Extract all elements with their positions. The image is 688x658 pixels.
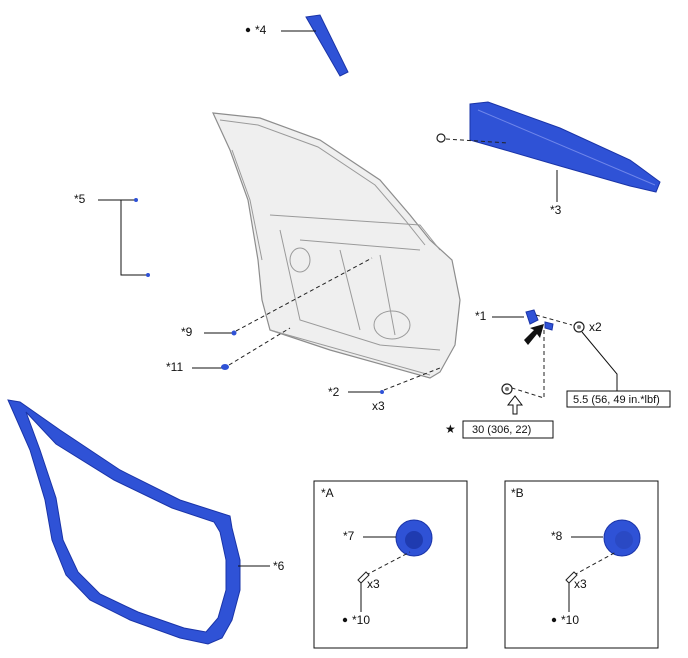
part-1-bracket xyxy=(525,309,539,325)
dash-1-side xyxy=(511,330,545,399)
label-10a: *10 xyxy=(352,613,370,627)
part-6-weatherstrip xyxy=(7,399,241,645)
dash-9 xyxy=(235,257,373,332)
dash-1-top xyxy=(535,314,573,326)
torque-box-2 xyxy=(462,420,554,439)
label-6: *6 xyxy=(273,559,285,573)
leader-torque-1 xyxy=(581,331,618,391)
label-7: *7 xyxy=(343,529,355,543)
inset-b-label: *B xyxy=(511,486,524,500)
part-4-strip xyxy=(305,14,349,77)
bullet-10b xyxy=(551,617,557,623)
qty-x2: x2 xyxy=(589,320,602,334)
torque-value-1: 5.5 (56, 49 in.*lbf) xyxy=(573,394,660,406)
clip-5-top xyxy=(134,198,138,202)
clip-9 xyxy=(231,330,237,336)
dash-a xyxy=(365,551,411,576)
label-8: *8 xyxy=(551,529,563,543)
qty-x3-b: x3 xyxy=(574,577,587,591)
arrow-white-icon xyxy=(506,395,524,415)
label-10b: *10 xyxy=(561,613,579,627)
label-3: *3 xyxy=(550,203,562,217)
star-symbol: ★ xyxy=(445,422,456,436)
bullet-10a xyxy=(342,617,348,623)
inset-b: *B *8 x3 *10 xyxy=(504,480,659,649)
label-4: *4 xyxy=(255,23,267,37)
clip-11 xyxy=(221,364,229,370)
clip-3 xyxy=(436,133,446,143)
inset-a: *A *7 x3 *10 xyxy=(313,480,468,649)
clip-2 xyxy=(380,390,384,394)
label-2: *2 xyxy=(328,385,340,399)
label-9: *9 xyxy=(181,325,193,339)
screw-b-icon xyxy=(565,571,578,584)
leader-5 xyxy=(98,199,148,276)
qty-x3-a: x3 xyxy=(367,577,380,591)
dash-11 xyxy=(228,327,291,366)
door-assembly xyxy=(212,112,461,379)
clip-5-bottom xyxy=(146,273,150,277)
label-5: *5 xyxy=(74,192,86,206)
torque-box-1 xyxy=(566,390,671,408)
inset-a-label: *A xyxy=(321,486,334,500)
arrow-black-icon xyxy=(524,324,544,345)
dash-2 xyxy=(383,367,441,391)
bullet-4 xyxy=(245,27,251,33)
torque-value-2: 30 (306, 22) xyxy=(472,424,531,436)
part-3-trim-panel xyxy=(469,101,661,193)
screw-a-icon xyxy=(357,571,370,584)
dash-b xyxy=(573,551,617,576)
dash-3 xyxy=(445,138,509,144)
qty-x3-main: x3 xyxy=(372,399,385,413)
part-1-bracket-tab xyxy=(544,321,554,331)
label-1: *1 xyxy=(475,309,487,323)
label-11: *11 xyxy=(166,360,183,374)
